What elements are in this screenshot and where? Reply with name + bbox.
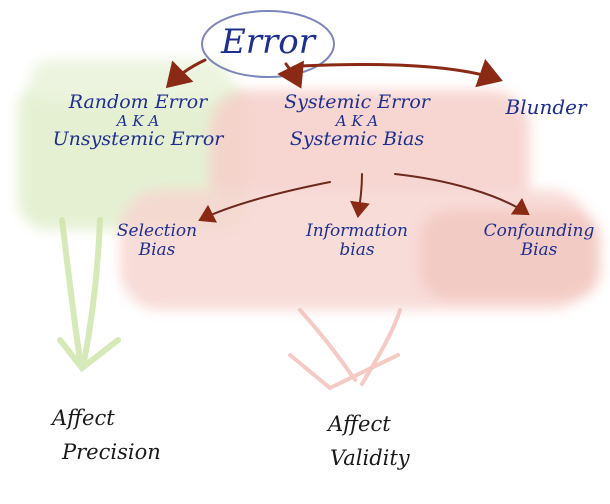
random-error-line-1: Random Error bbox=[68, 91, 208, 113]
arrow-to-systemic bbox=[277, 60, 305, 89]
validity-effect-line-2: Validity bbox=[330, 445, 410, 470]
arrow-to-blunder bbox=[298, 58, 503, 88]
information-bias-line-2: bias bbox=[339, 239, 375, 260]
selection-bias-line-1: Selection bbox=[116, 221, 198, 241]
red-wash-region bbox=[120, 90, 600, 310]
error-root-ellipse bbox=[201, 10, 335, 78]
systemic-error-label: Systemic Error A K A Systemic Bias bbox=[262, 92, 452, 150]
confounding-bias-line-1: Confounding bbox=[483, 221, 595, 241]
validity-effect-line-1: Affect bbox=[328, 412, 391, 436]
precision-effect-label: Affect Precision bbox=[40, 402, 180, 469]
arrow-to-selection bbox=[198, 181, 331, 223]
root-arrows bbox=[165, 58, 503, 89]
precision-effect-line-1: Affect bbox=[52, 406, 115, 430]
random-error-label: Random Error A K A Unsystemic Error bbox=[38, 92, 238, 150]
confounding-bias-line-2: Bias bbox=[520, 239, 558, 260]
validity-flow-strokes bbox=[288, 308, 402, 391]
validity-effect-label: Affect Validity bbox=[316, 408, 446, 475]
selection-bias-label: Selection Bias bbox=[102, 222, 212, 259]
precision-effect-line-2: Precision bbox=[62, 439, 161, 464]
blunder-label: Blunder bbox=[505, 95, 587, 119]
arrow-to-information bbox=[350, 173, 370, 218]
systemic-error-line-2: A K A bbox=[335, 111, 379, 130]
precision-flow-strokes bbox=[57, 217, 121, 373]
systemic-arrows bbox=[198, 173, 530, 223]
systemic-error-line-1: Systemic Error bbox=[284, 91, 430, 113]
selection-bias-line-2: Bias bbox=[138, 239, 176, 260]
information-bias-label: Information bias bbox=[292, 222, 422, 259]
random-error-line-2: A K A bbox=[116, 111, 160, 130]
arrow-to-random bbox=[165, 58, 207, 89]
random-error-line-3: Unsystemic Error bbox=[52, 128, 224, 151]
systemic-error-line-3: Systemic Bias bbox=[289, 128, 425, 151]
error-root-label: Error bbox=[220, 22, 316, 62]
confounding-bias-label: Confounding Bias bbox=[478, 222, 600, 259]
arrow-to-confounding bbox=[394, 173, 530, 216]
information-bias-line-1: Information bbox=[305, 221, 409, 241]
